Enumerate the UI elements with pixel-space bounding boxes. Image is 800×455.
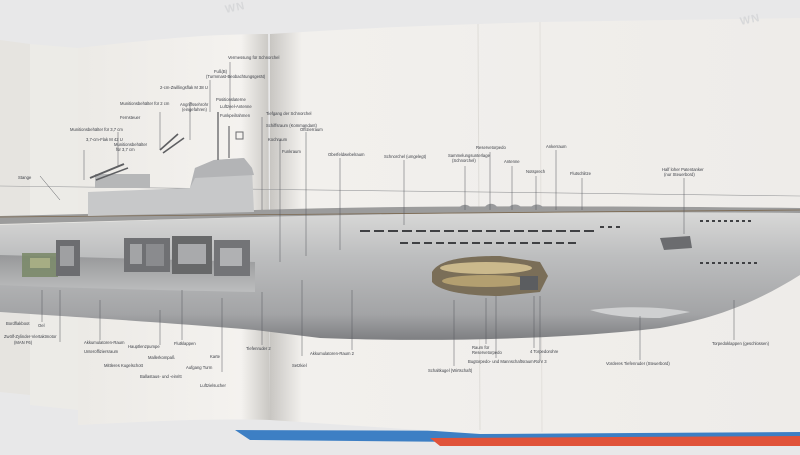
- diagram-label: Angriffssehrohr: [180, 102, 209, 107]
- diagram-label: Fuß(B): [214, 69, 228, 74]
- diagram-label: Hauptlenzpumpe: [128, 344, 160, 349]
- diagram-label: (nur Steuerbord): [664, 172, 695, 177]
- diagram-label: Sammelungsunterlage: [448, 153, 490, 158]
- diagram-label: Munitionsbehälter: [114, 142, 148, 147]
- diagram-label: Notsprech: [526, 169, 546, 174]
- cutaway-torpedo-room: [432, 256, 548, 296]
- diagram-label: Schiffsraum (Kommandant): [266, 123, 317, 128]
- diagram-label: Karte: [210, 354, 221, 359]
- diagram-label: Zwölf-Zylinder-Viertaktmotor: [4, 334, 57, 339]
- diagram-label: 3,7-cm-Flak M 42 U: [86, 137, 123, 142]
- diagram-label: Mallerkompaß: [148, 355, 175, 360]
- diagram-label: Reservetorpedo: [472, 350, 502, 355]
- flak-gun: [89, 163, 125, 179]
- diagram-label: für 3,7 cm: [116, 147, 135, 152]
- twin-flak-gun: [159, 133, 179, 151]
- diagram-label: 2-cm-Zwillingsflak M 38 U: [160, 85, 208, 90]
- diagram-label: Torpedoklappen (geschlossen): [712, 341, 770, 346]
- diagram-label: Luftzielsucher: [200, 383, 226, 388]
- diagram-label: Vorderes Tiefenruder (Steuerbord): [606, 361, 670, 366]
- diagram-label: (MAN F6): [14, 340, 33, 345]
- bow-plane: [590, 307, 690, 318]
- diagram-label: Antenne: [504, 159, 520, 164]
- diagram-label: Tiefgang der Schnorchel: [266, 111, 312, 116]
- diagram-label: Funkpeilrahmen: [220, 113, 251, 118]
- diagram-label: Positionslaterne: [216, 97, 246, 102]
- diagram-label: Raum für: [472, 345, 490, 350]
- diagram-label: Setzkiel: [292, 363, 307, 368]
- diagram-label: Luftzeel-Antenne: [220, 104, 252, 109]
- anchor: [660, 236, 692, 250]
- cutaway-control-room: [124, 236, 250, 276]
- diagram-label: Schnorchel (umgelegt): [384, 154, 427, 159]
- diagram-label: Stange: [18, 175, 32, 180]
- diagram-label: Akkumulatoren-Raum 2: [310, 351, 354, 356]
- diagram-label: Vermessung für Schnorchel: [228, 55, 280, 60]
- diagram-label: Unteroffiziersraum: [84, 349, 119, 354]
- flood-slots: [360, 220, 757, 264]
- diagram-label: Bugtorpedo- und Mannschaftsraum: [468, 359, 534, 364]
- deck: [0, 206, 800, 224]
- diagram-label: Ankerraum: [546, 144, 567, 149]
- diagram-label: Munitionsbehälter für 3,7 cm: [70, 127, 123, 132]
- diagram-label: Munitionsbehälter für 2 cm: [120, 101, 170, 106]
- diagram-label: Offizierraum: [300, 127, 323, 132]
- diagram-label: Akkumulatoren-Raum: [84, 340, 125, 345]
- diagram-label: Rohr 3: [534, 359, 547, 364]
- diagram-label: Schaltkugel (Wirtschaft): [428, 368, 473, 373]
- diagram-label: Ballastaus- und -einritt: [140, 374, 182, 379]
- diagram-label: (eingefahren): [182, 107, 207, 112]
- diagram-label: Kochraum: [268, 137, 288, 142]
- dF-loop-antenna: [235, 131, 244, 140]
- diagram-label: Mittleres Kugelschott: [104, 363, 143, 368]
- diagram-label: Oberfeldwebelraum: [328, 152, 365, 157]
- wintergarten: [95, 174, 150, 188]
- diagram-label: (Turmmast-Beobachtungsgerät): [206, 74, 266, 79]
- deck-edge: [0, 209, 800, 218]
- leader-lines: [39, 62, 735, 372]
- diagram-label: Fernsteuer: [120, 115, 141, 120]
- diagram-label: Flutschlitze: [570, 171, 591, 176]
- cover-edge-red: [430, 436, 800, 446]
- diagram-label: Bordflakboot: [6, 321, 30, 326]
- cutaway-engine-room: [22, 240, 80, 277]
- diagram-label: (Schnorchel): [452, 158, 476, 163]
- diagram-label: Reservetorpedo: [476, 145, 506, 150]
- diagram-label: Half loher Patentanker: [662, 167, 704, 172]
- diagram-label: Tiefenruder 2: [246, 346, 271, 351]
- diagram-label: Flutklappen: [174, 341, 196, 346]
- diagram-label: Oel: [38, 323, 45, 328]
- diagram-label: 4 Torpedorohre: [530, 349, 559, 354]
- diagram-label: Funkraum: [282, 149, 301, 154]
- diagram-label: Aufgang Turm: [186, 365, 213, 370]
